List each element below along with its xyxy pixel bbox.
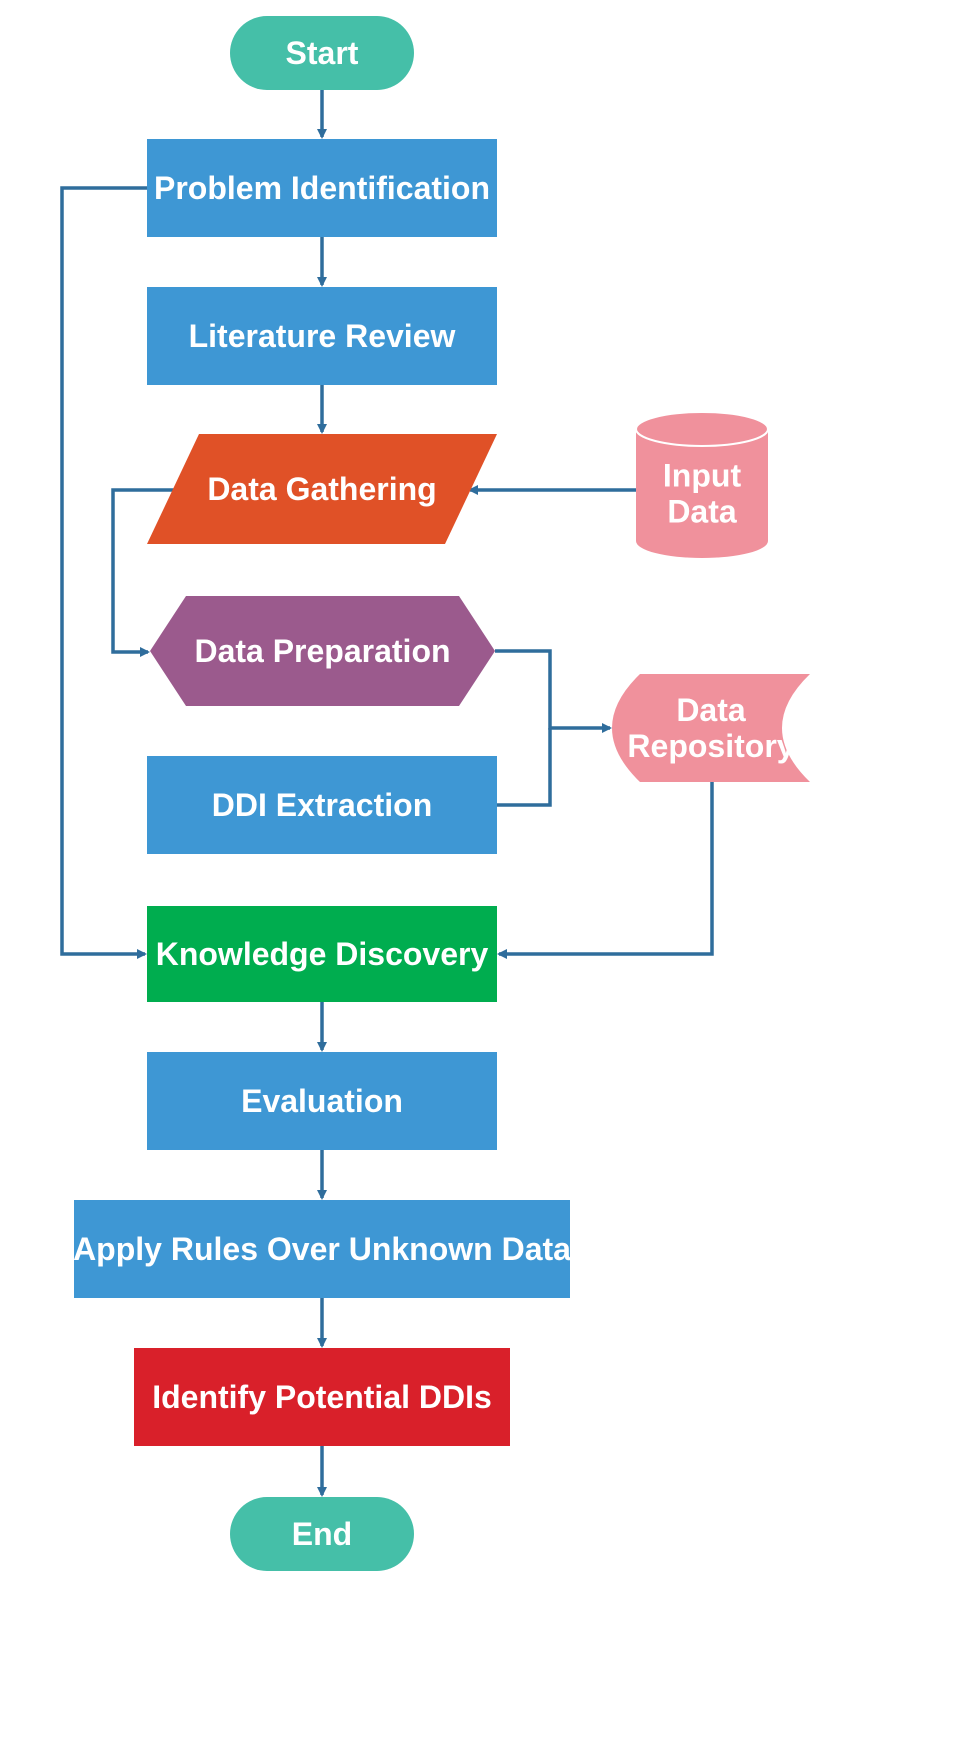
node-ddi-shape — [147, 756, 497, 854]
node-preparation-label: Data Preparation — [194, 633, 450, 669]
node-repository-label: Repository — [627, 728, 794, 764]
node-input-label: Input — [663, 458, 742, 494]
node-start-label: Start — [286, 35, 359, 71]
node-repository-label: Data — [676, 692, 746, 728]
node-ddi: DDI Extraction — [147, 756, 497, 854]
node-end-label: End — [292, 1516, 352, 1552]
connector-ddi-to-repository — [497, 728, 552, 807]
node-end-shape — [230, 1497, 414, 1571]
node-evaluation: Evaluation — [147, 1052, 497, 1150]
node-gathering-shape — [147, 434, 497, 544]
node-end: End — [230, 1497, 414, 1571]
node-preparation: Data Preparation — [150, 596, 495, 706]
node-problem: Problem Identification — [147, 139, 497, 237]
connector-repository-to-knowledge — [497, 782, 714, 959]
node-identify-label: Identify Potential DDIs — [152, 1379, 492, 1415]
node-literature-shape — [147, 287, 497, 385]
node-ddi-label: DDI Extraction — [212, 787, 432, 823]
node-apply: Apply Rules Over Unknown Data — [73, 1200, 571, 1298]
connectors — [60, 90, 714, 1497]
node-knowledge: Knowledge Discovery — [147, 906, 497, 1002]
node-identify: Identify Potential DDIs — [134, 1348, 510, 1446]
node-apply-label: Apply Rules Over Unknown Data — [73, 1231, 571, 1267]
node-input-shape — [635, 411, 769, 447]
node-problem-label: Problem Identification — [154, 170, 490, 206]
node-problem-shape — [147, 139, 497, 237]
connector-preparation-to-repository — [495, 649, 612, 733]
node-knowledge-shape — [147, 906, 497, 1002]
node-literature-label: Literature Review — [189, 318, 456, 354]
node-repository-shape — [612, 674, 810, 782]
node-knowledge-label: Knowledge Discovery — [156, 936, 489, 972]
node-start: Start — [230, 16, 414, 90]
node-gathering-label: Data Gathering — [207, 471, 436, 507]
connector-problem-to-knowledge — [60, 186, 147, 959]
node-apply-shape — [74, 1200, 570, 1298]
node-start-shape — [230, 16, 414, 90]
node-identify-shape — [134, 1348, 510, 1446]
connector-gathering-to-preparation — [111, 488, 176, 657]
node-input-label: Data — [667, 494, 737, 530]
node-literature: Literature Review — [147, 287, 497, 385]
node-evaluation-shape — [147, 1052, 497, 1150]
node-preparation-shape — [150, 596, 495, 706]
node-evaluation-label: Evaluation — [241, 1083, 403, 1119]
node-gathering: Data Gathering — [147, 434, 497, 544]
